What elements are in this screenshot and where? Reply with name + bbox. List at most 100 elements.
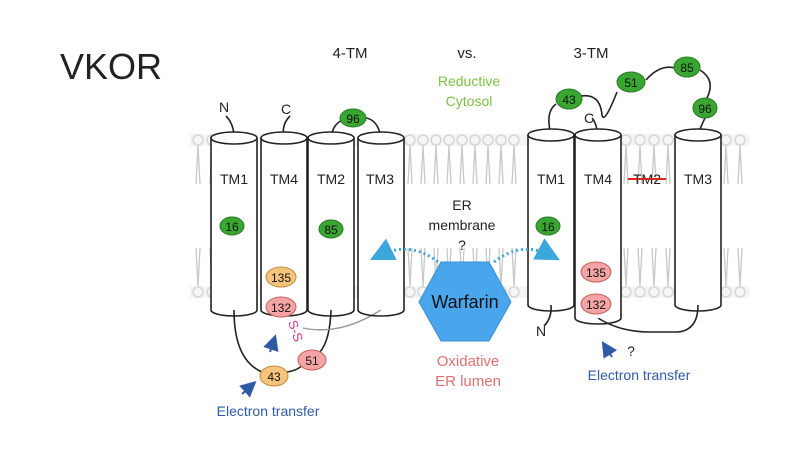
disulfide-label: S-S (285, 318, 306, 344)
lipid-tail (513, 145, 517, 185)
lipid-tail (195, 247, 199, 287)
membrane-label-2: membrane (429, 217, 496, 233)
left-electron-arrow-upper (263, 334, 279, 353)
lipid-tail (637, 145, 641, 185)
lipid-tail (723, 247, 727, 287)
lipid-tail (500, 247, 504, 287)
left-helix-label-tm4: TM4 (270, 171, 298, 187)
left-residue-16 (219, 216, 245, 236)
right-tm4-tm3-lumen-loop (597, 304, 699, 333)
left-helix-tm1 (210, 131, 258, 317)
lipid-tail (739, 145, 743, 185)
right-residue-132 (580, 293, 612, 315)
lipid-head (417, 134, 429, 146)
lipid-tail (487, 145, 491, 185)
lipid-tail (667, 145, 671, 185)
right-n-terminal-tail (543, 304, 552, 327)
left-helix-label-tm3: TM3 (366, 171, 394, 187)
right-residue-132-label: 132 (586, 298, 606, 312)
lipid-tail (651, 145, 655, 185)
header-vs: vs. (457, 45, 476, 62)
left-residue-135 (265, 266, 297, 288)
right-electron-arrow (601, 340, 618, 359)
right-helix-tm3 (674, 128, 722, 312)
left-residue-51-label: 51 (305, 354, 319, 368)
lipid-tail (422, 145, 426, 185)
lipid-tail (625, 145, 629, 185)
lipid-tail (737, 247, 741, 287)
right-residue-51 (616, 71, 646, 93)
lipid-head (495, 134, 507, 146)
right-helix-label-tm1: TM1 (537, 171, 565, 187)
cytosol-label-2: Cytosol (446, 93, 493, 109)
membrane-label-3: ? (458, 237, 466, 253)
lipid-tail (433, 145, 437, 185)
left-helix-tm4 (260, 131, 308, 317)
lipid-tail (737, 145, 741, 185)
right-residue-43-label: 43 (562, 93, 576, 107)
lipid-tail (461, 145, 465, 185)
lipid-head (469, 134, 481, 146)
warfarin-arrow-right (493, 238, 560, 264)
lipid-tail (409, 145, 413, 185)
lipid-head (456, 134, 468, 146)
lipid-tail (511, 247, 515, 287)
left-residue-85-label: 85 (324, 223, 338, 237)
lipid-tail (409, 247, 413, 287)
left-c-terminus: C (281, 101, 291, 117)
left-residue-43 (259, 365, 289, 387)
left-residue-132 (265, 296, 297, 318)
lipid-head (482, 134, 494, 146)
lipid-head (404, 286, 416, 298)
lipid-head (634, 134, 646, 146)
lipid-tail (651, 247, 655, 287)
left-helix-label-tm2: TM2 (317, 171, 345, 187)
left-residue-43-label: 43 (267, 370, 281, 384)
lipid-tail (197, 247, 201, 287)
left-residue-51 (297, 349, 327, 371)
left-residue-132-label: 132 (271, 301, 291, 315)
lipid-head (648, 286, 660, 298)
lipid-tail (639, 145, 643, 185)
warfarin-label: Warfarin (431, 292, 498, 312)
warfarin-hexagon (418, 261, 512, 342)
right-residue-85 (673, 56, 701, 78)
right-helix-label-tm3: TM3 (684, 171, 712, 187)
left-residue-135-label: 135 (271, 271, 291, 285)
lipid-head (430, 134, 442, 146)
left-residue-16-label: 16 (225, 220, 239, 234)
right-n-terminus: N (536, 323, 546, 339)
left-helix-tm3 (357, 131, 405, 317)
lipid-tail (639, 247, 643, 287)
lipid-head (508, 286, 520, 298)
left-51-tm2-loop (319, 309, 332, 353)
lipid-tail (420, 247, 424, 287)
lipid-tail (407, 145, 411, 185)
lipid-head (734, 134, 746, 146)
lipid-tail (511, 145, 515, 185)
right-residue-96 (692, 97, 718, 119)
lipid-head (662, 134, 674, 146)
left-electron-arrow-lower (239, 380, 257, 398)
lipid-tail (195, 145, 199, 185)
lipid-tail (498, 247, 502, 287)
lipid-head (648, 134, 660, 146)
right-residue-51-label: 51 (624, 76, 638, 90)
lipid-tail (448, 145, 452, 185)
lipid-tail (498, 145, 502, 185)
lipid-tail (623, 145, 627, 185)
lipid-tail (420, 145, 424, 185)
lipid-head (443, 134, 455, 146)
right-residue-135 (580, 261, 612, 283)
lipid-tail (625, 247, 629, 287)
slide-title: VKOR (60, 46, 163, 87)
lipid-tail (725, 247, 729, 287)
lipid-tail (197, 145, 201, 185)
warfarin-arrow-left (369, 238, 439, 264)
lipid-head (404, 134, 416, 146)
right-85-96-loop (699, 69, 712, 99)
left-helix-label-tm1: TM1 (220, 171, 248, 187)
right-residue-85-label: 85 (680, 61, 694, 75)
